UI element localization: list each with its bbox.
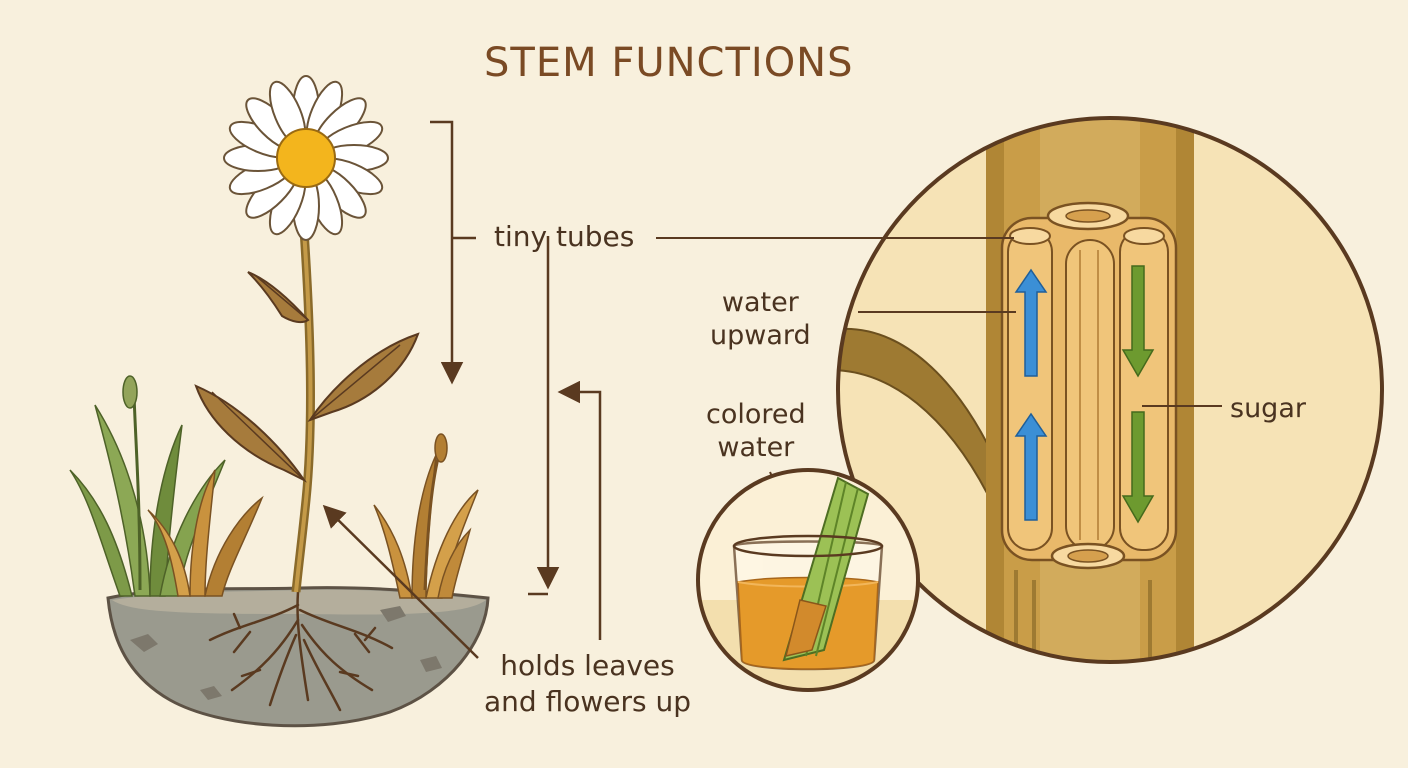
leaves [194,271,420,483]
water-upward-arrows [1014,268,1048,521]
label-water-upward: water upward [710,286,811,352]
label-sugar: sugar [1230,393,1306,424]
roots [208,590,394,712]
grass-left [69,375,264,597]
plant-stem [291,229,315,593]
sugar-downward-arrows [1121,265,1155,524]
bracket-arrows [322,120,602,659]
label-holds-up-line2: and flowers up [484,685,691,718]
label-colored-water: colored water [706,398,806,464]
label-water-upward-line2: upward [710,320,811,351]
daisy-flower [223,75,389,241]
label-tiny-tubes: tiny tubes [494,220,635,253]
label-colored-water-line2: water [717,432,795,463]
label-holds-up: holds leaves and flowers up [484,648,691,720]
label-colored-water-line1: colored [706,399,806,430]
page-title: STEM FUNCTIONS [484,40,854,86]
grass-right [373,433,479,599]
label-holds-up-line1: holds leaves [500,649,675,682]
label-water-upward-line1: water [721,287,799,318]
